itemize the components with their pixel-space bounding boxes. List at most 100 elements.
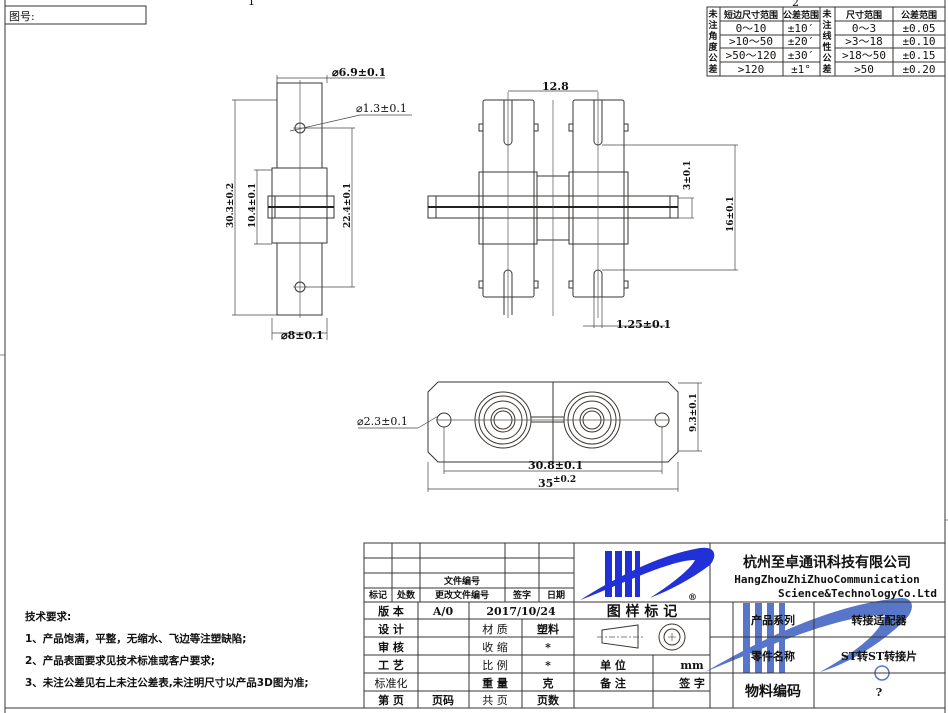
linear-label-char: 公 [822,53,831,64]
bottom-view: ⌀2.3±0.1 9.3±0.1 30.8±0.1 35 ±0.2 [357,381,702,492]
table-header: 尺寸范围 [846,9,882,21]
rev-header: 处数 [396,589,416,601]
dim-h22.4: 22.4±0.1 [343,183,353,228]
process-label: 工 艺 [378,658,404,672]
linear-label-char: 未 [821,8,832,20]
review-label: 审 核 [378,640,404,654]
title-block: ® 文件编号 标记 处数 更改文件编号 签字 日期 版 本 A/0 2017/1… [363,542,946,709]
standardization-label: 标准化 [375,676,408,690]
angle-label-char: 注 [708,19,717,31]
table-cell: 0～10 [736,22,767,35]
tech-note: 1、产品饱满，平整，无缩水、飞边等注塑缺陷; [25,632,247,645]
drawing-number-label: 图号: [9,10,35,23]
table-cell: ±0.10 [902,35,935,48]
table-cell: >50～120 [726,49,777,62]
series-value: 转接适配器 [852,613,908,627]
date-value: 2017/10/24 [486,605,556,618]
company-logo-icon: ® [580,547,715,603]
projection-symbol-icon [597,623,686,651]
angle-label-char: 差 [708,63,717,75]
linear-label-char: 差 [822,63,831,75]
total-pages: 页数 [537,693,560,707]
page-label: 第 页 [378,693,404,707]
shrink-label: 收 缩 [482,640,508,654]
part-name-label: 零件名称 [750,649,795,663]
material-code-label: 物料编码 [745,683,801,700]
drawing-number-box: 图号: [4,5,147,25]
dim-30.8: 30.8±0.1 [528,459,583,472]
table-cell: ±0.20 [902,63,935,76]
zone-marker-2: 2 [792,0,799,9]
table-cell: ±1° [791,63,811,76]
file-number-label: 文件编号 [443,575,480,587]
material-label: 材 质 [482,622,508,636]
series-label: 产品系列 [751,613,795,627]
total-pages-label: 共 页 [482,694,508,707]
pattern-mark-label: 图 样 标 记 [607,603,678,620]
page-code: 页码 [432,694,454,707]
version-label: 版 本 [378,604,404,618]
dim-35-tolerance: ±0.2 [553,475,576,485]
material-code-value: ? [876,686,882,699]
dim-d8: ⌀8±0.1 [281,329,324,342]
unit-value: mm [680,659,704,672]
dim-h3: 3±0.1 [683,161,693,190]
front-view: 12.8 16±0.1 3±0.1 1.25±0.1 [427,80,738,331]
rev-header: 标记 [368,589,387,601]
dim-h10.4: 10.4±0.1 [248,183,258,228]
table-header: 短边尺寸范围 [724,9,778,21]
zone-marker-1: 1 [248,0,255,8]
dim-h9.3: 9.3±0.1 [689,393,699,432]
table-header: 公差范围 [783,9,819,21]
angle-label-char: 角 [708,30,717,42]
weight-label: 重 量 [482,676,508,690]
rev-header: 签字 [512,589,531,601]
dim-d6.9: ⌀6.9±0.1 [332,66,386,79]
table-cell: 0～3 [852,22,876,35]
dim-h30.3: 30.3±0.2 [226,183,236,228]
tech-notes-title: 技术要求: [25,610,71,623]
table-cell: >18～50 [842,49,886,62]
rev-header: 更改文件编号 [435,589,489,601]
technical-notes: 技术要求: 1、产品饱满，平整，无缩水、飞边等注塑缺陷; 2、产品表面要求见技术… [25,610,309,689]
dim-d1.3: ⌀1.3±0.1 [356,102,407,115]
dim-h16: 16±0.1 [726,196,736,232]
unit-label: 单 位 [600,658,626,672]
table-cell: >50 [854,63,874,76]
dim-12.8: 12.8 [542,80,569,93]
remark-label: 备 注 [599,676,626,690]
material-value: 塑料 [537,622,559,636]
tech-note: 3、未注公差见右上未注公差表,未注明尺寸以产品3D图为准; [25,676,309,689]
table-cell: >10～50 [729,35,773,48]
angle-label-char: 度 [708,41,718,53]
sign-label: 签 字 [678,676,705,690]
shrink-value: * [545,641,551,654]
dim-35: 35 [538,477,553,490]
dim-1.25: 1.25±0.1 [616,318,671,331]
company-name-en-line1: HangZhouZhiZhuoCommunication [734,573,919,586]
scale-label: 比 例 [482,658,508,672]
table-cell: ±10′ [788,22,815,35]
table-cell: ±20′ [788,35,815,48]
table-cell: >120 [738,63,765,76]
table-header: 公差范围 [901,9,937,21]
angle-label-char: 公 [708,53,717,64]
linear-label-char: 注 [822,19,831,31]
company-name-en-line2: Science&TechnologyCo.Ltd [778,587,937,600]
rev-header: 日期 [547,589,565,601]
scale-value: * [545,659,551,672]
side-view: ⌀6.9±0.1 ⌀1.3±0.1 30.3±0.2 10.4±0.1 22.4… [226,66,412,342]
company-name-cn: 杭州至卓通讯科技有限公司 [743,554,911,571]
linear-label-char: 线 [822,30,831,42]
tolerance-table: 未 注 角 度 公 差 未 注 线 性 公 差 短边尺寸范围 公差范围 尺寸范围… [706,6,946,77]
part-name-value: ST转ST转接片 [841,649,917,663]
dim-d2.3: ⌀2.3±0.1 [357,415,408,428]
registered-mark: ® [688,593,697,603]
watermark-logo-icon [705,597,912,681]
linear-label-char: 性 [822,41,831,53]
table-cell: >3～18 [845,35,883,48]
weight-unit: 克 [543,676,554,690]
table-cell: ±30′ [788,49,815,62]
